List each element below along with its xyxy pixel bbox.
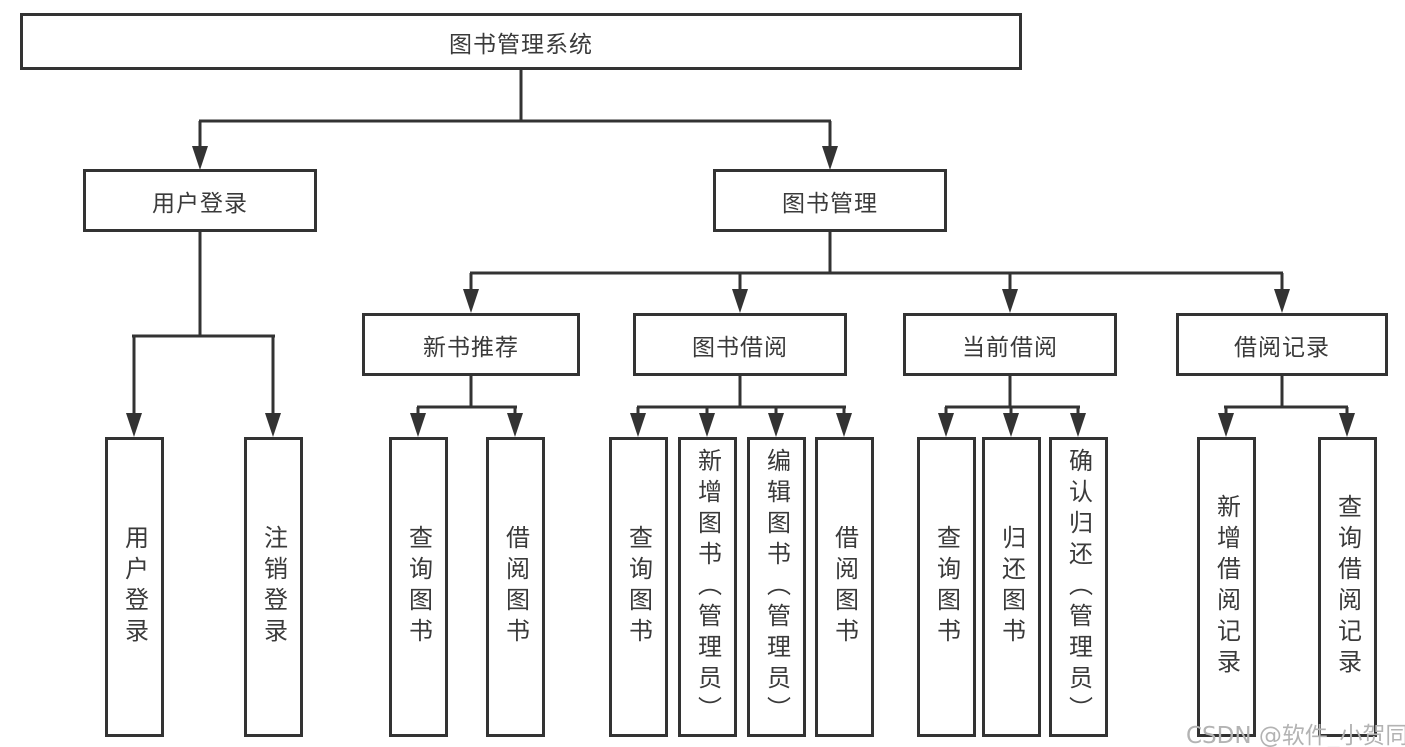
arrowhead-down-icon [1339, 413, 1355, 437]
arrowheads [126, 146, 1355, 437]
node-borrowing-records: 借阅记录 [1176, 313, 1388, 376]
node-leaf-query-books: 查询图书 [389, 437, 448, 737]
node-leaf-return-books: 归还图书 [982, 437, 1041, 737]
arrowhead-down-icon [1274, 289, 1290, 313]
arrowhead-down-icon [1002, 289, 1018, 313]
leaf-label: 归还图书 [997, 525, 1026, 649]
leaf-label: 注销登录 [259, 525, 288, 649]
node-leaf-borrow-books: 借阅图书 [486, 437, 545, 737]
leaf-label: 查询图书 [624, 525, 653, 649]
node-leaf-add-books-admin: 新增图书（管理员） [678, 437, 737, 737]
arrowhead-down-icon [507, 413, 523, 437]
node-library-management-system: 图书管理系统 [20, 13, 1022, 70]
leaf-label: 确认归还（管理员） [1064, 447, 1093, 727]
arrowhead-down-icon [126, 413, 142, 437]
node-book-management: 图书管理 [713, 169, 947, 232]
arrowhead-down-icon [836, 413, 852, 437]
node-leaf-add-borrow-record: 新增借阅记录 [1197, 437, 1256, 737]
leaf-label: 查询图书 [932, 525, 961, 649]
node-leaf-query-books: 查询图书 [917, 437, 976, 737]
arrowhead-down-icon [768, 413, 784, 437]
node-leaf-query-borrow-record: 查询借阅记录 [1318, 437, 1377, 737]
arrowhead-down-icon [192, 146, 208, 170]
arrowhead-down-icon [1070, 413, 1086, 437]
node-leaf-borrow-books: 借阅图书 [815, 437, 874, 737]
node-leaf-confirm-return-admin: 确认归还（管理员） [1049, 437, 1108, 737]
arrowhead-down-icon [410, 413, 426, 437]
node-current-borrowing: 当前借阅 [903, 313, 1117, 376]
leaf-label: 新增借阅记录 [1212, 494, 1241, 680]
arrowhead-down-icon [463, 289, 479, 313]
node-leaf-logout: 注销登录 [244, 437, 303, 737]
leaf-label: 编辑图书（管理员） [762, 447, 791, 727]
connector-lines [132, 68, 1349, 414]
arrowhead-down-icon [1218, 413, 1234, 437]
arrowhead-down-icon [1003, 413, 1019, 437]
node-new-book-recommendation: 新书推荐 [362, 313, 580, 376]
arrowhead-down-icon [822, 146, 838, 170]
node-leaf-user-login: 用户登录 [105, 437, 164, 737]
leaf-label: 借阅图书 [501, 525, 530, 649]
node-leaf-query-books: 查询图书 [609, 437, 668, 737]
arrowhead-down-icon [630, 413, 646, 437]
arrowhead-down-icon [699, 413, 715, 437]
leaf-label: 新增图书（管理员） [693, 447, 722, 727]
csdn-watermark: CSDN @软件_小贺同学 [1186, 723, 1405, 747]
leaf-label: 查询借阅记录 [1333, 494, 1362, 680]
leaf-label: 查询图书 [404, 525, 433, 649]
node-leaf-edit-books-admin: 编辑图书（管理员） [747, 437, 806, 737]
node-user-login: 用户登录 [83, 169, 317, 232]
arrowhead-down-icon [938, 413, 954, 437]
arrowhead-down-icon [265, 413, 281, 437]
leaf-label: 借阅图书 [830, 525, 859, 649]
leaf-label: 用户登录 [120, 525, 149, 649]
arrowhead-down-icon [732, 289, 748, 313]
node-book-borrowing: 图书借阅 [633, 313, 847, 376]
